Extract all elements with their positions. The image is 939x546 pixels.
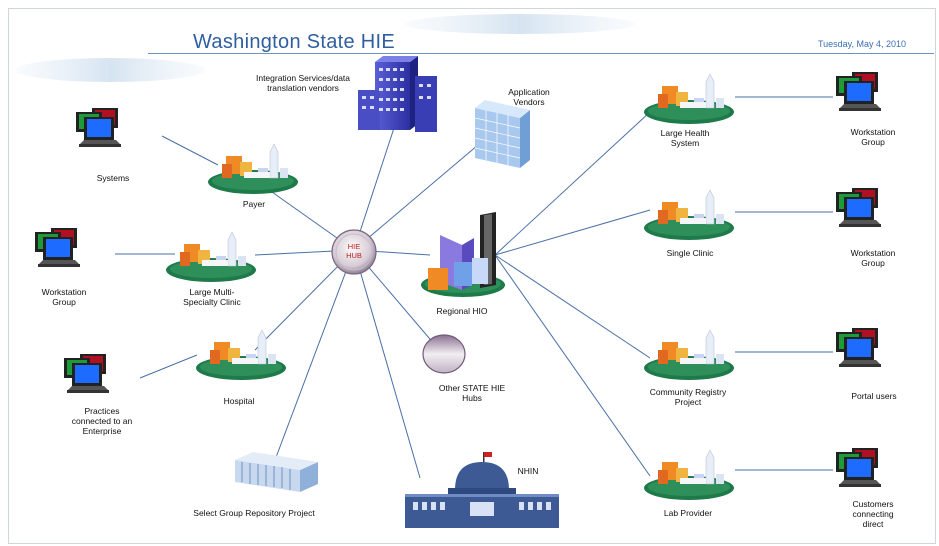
- large-health-system-label: Large Health System: [660, 128, 710, 148]
- other-hub-icon: [422, 334, 466, 374]
- large-health-campus-icon: [643, 73, 735, 125]
- single-clinic-campus-icon: [643, 189, 735, 241]
- application-vendors-label: Application Vendors: [508, 87, 550, 107]
- other-state-hubs-label: Other STATE HIE Hubs: [438, 383, 506, 403]
- hie-hub-icon: [331, 229, 377, 275]
- hospital-label: Hospital: [223, 396, 255, 406]
- payer-campus-icon: [207, 143, 299, 195]
- lab-provider-label: Lab Provider: [663, 508, 713, 518]
- workstation-1-computer-icon: [836, 72, 881, 111]
- portal-users-label: Portal users: [851, 391, 897, 401]
- lab-campus-icon: [643, 449, 735, 501]
- background-cloud-top: [405, 14, 635, 34]
- workstation-2-computer-icon: [836, 188, 881, 227]
- systems-label: Systems: [96, 173, 130, 183]
- multi-specialty-campus-icon: [165, 231, 257, 283]
- multi-specialty-label: Large Multi- Specialty Clinic: [183, 287, 241, 307]
- customers-direct-label: Customers connecting direct: [852, 499, 894, 529]
- hub-label: HIE HUB: [337, 242, 371, 260]
- nhin-label: NHIN: [517, 466, 539, 476]
- systems-computer-icon: [76, 108, 121, 147]
- single-clinic-label: Single Clinic: [666, 248, 714, 258]
- background-cloud-left: [15, 58, 205, 82]
- customers-computer-icon: [836, 448, 881, 487]
- workstation-1-label: Workstation Group: [850, 127, 896, 147]
- hub-label-line2: HUB: [346, 251, 362, 260]
- community-campus-icon: [643, 329, 735, 381]
- practices-computer-icon: [64, 354, 109, 393]
- practices-label: Practices connected to an Enterprise: [71, 406, 133, 436]
- date-label: Tuesday, May 4, 2010: [818, 39, 907, 49]
- title-rule: [148, 53, 934, 54]
- page-title: Washington State HIE: [193, 31, 396, 53]
- hospital-campus-icon: [195, 329, 287, 381]
- repository-project-label: Select Group Repository Project: [193, 508, 315, 518]
- workstation-left-label: Workstation Group: [41, 287, 87, 307]
- payer-label: Payer: [242, 199, 266, 209]
- workstation-2-label: Workstation Group: [850, 248, 896, 268]
- office-building-icon: [358, 56, 437, 132]
- capitol-building-icon: [405, 452, 559, 528]
- hub-label-line1: HIE: [347, 242, 361, 251]
- connection-lines: [115, 96, 833, 479]
- regional-hio-label: Regional HIO: [436, 306, 488, 316]
- community-registry-label: Community Registry Project: [649, 387, 727, 407]
- portal-computer-icon: [836, 328, 881, 367]
- regional-hio-icon: [421, 212, 505, 297]
- glass-tower-icon: [474, 100, 530, 168]
- integration-vendors-label: Integration Services/data translation ve…: [255, 73, 351, 93]
- repository-building-icon: [235, 452, 318, 492]
- workstation-left-computer-icon: [35, 228, 80, 267]
